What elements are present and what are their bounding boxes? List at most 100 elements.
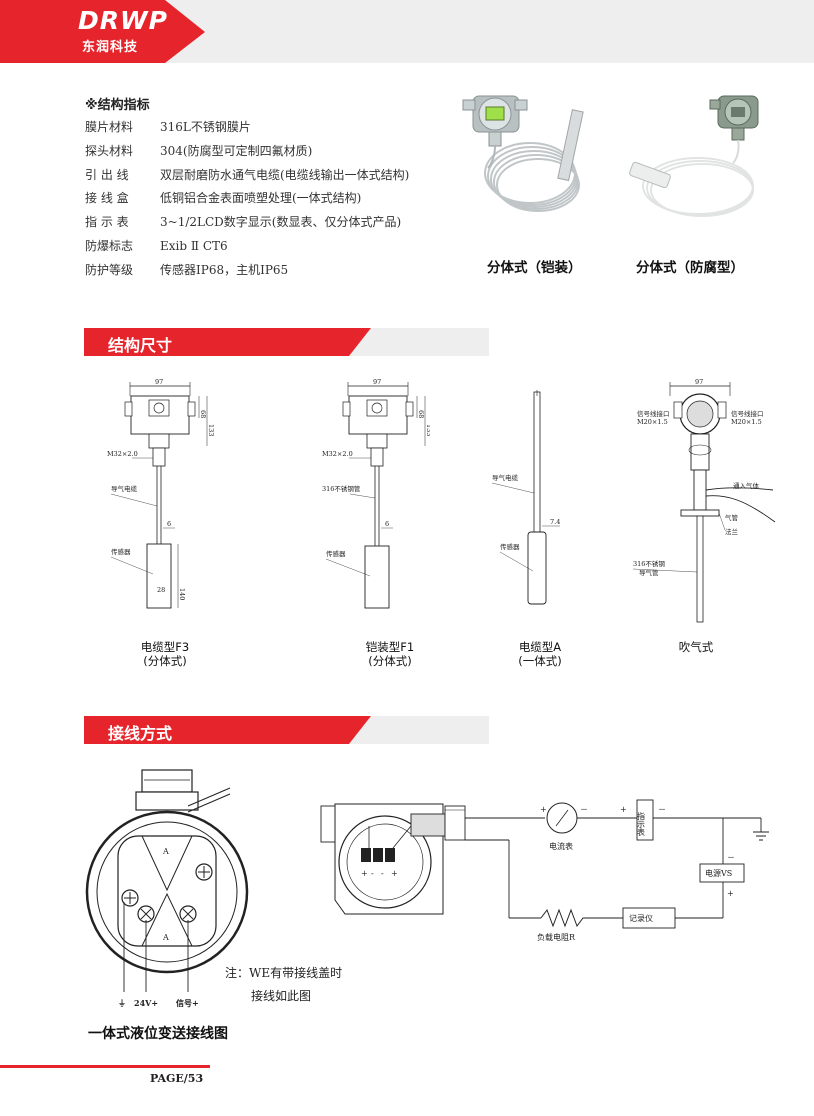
spec-label: 防护等级 [85, 263, 134, 277]
port2-thread: M20×1.5 [731, 418, 762, 426]
spec-row: 接 线 盒 低铜铝合金表面喷塑处理(一体式结构) [85, 189, 361, 206]
dim-width-label: 97 [373, 378, 381, 386]
footer-accent-line [0, 1065, 210, 1068]
spec-row: 防爆标志 Exib Ⅱ CT6 [85, 237, 228, 254]
drawing-caption: 吹气式 [656, 640, 736, 654]
indicator-plus: + [620, 805, 627, 814]
terminal-head-drawing: A A ⏚ 24V+ 信号+ [85, 769, 249, 1008]
load-resistor-label: 负载电阻R [537, 932, 576, 942]
indicator-label: 指示表 [637, 811, 646, 837]
dia-label: 7.4 [550, 518, 560, 526]
dim-h1-label: 68 [417, 410, 425, 418]
spec-title: ※结构指标 [85, 98, 150, 113]
dim-h1-label: 68 [199, 410, 207, 418]
port1-label: 信号线接口 [637, 409, 670, 418]
power-minus: － [727, 853, 735, 862]
section-bar-dimensions [84, 328, 489, 356]
wiring-note-line2: 接线如此图 [251, 989, 312, 1003]
wiring-note-line1: 注：WE有带接线盖时 [225, 966, 343, 980]
pipe-label: 气管 [725, 513, 739, 522]
power-terminal-label: 24V+ [134, 998, 158, 1008]
caption-line2: (分体式) [368, 654, 412, 668]
flange-label: 法兰 [725, 527, 739, 536]
caption-line1: 铠装型F1 [365, 640, 415, 654]
power-supply-label: 电源VS [705, 868, 732, 878]
caption-line1: 电缆型F3 [140, 640, 190, 654]
terminal-sign: - [371, 869, 374, 878]
sensor-label: 传感器 [111, 547, 131, 556]
drawing-cable-f3: 97 68 133 M32×2.0 导气电缆 6 传感器 140 28 [107, 378, 215, 609]
dim-h2-label: 133 [425, 424, 430, 436]
spec-row: 防护等级 传感器IP68，主机IP65 [85, 261, 288, 278]
dia-label: 6 [385, 520, 389, 528]
spec-value: 3~1/2LCD数字显示(数显表、仅分体式产品) [160, 215, 402, 229]
drawing-caption: 电缆型F3(分体式) [125, 640, 205, 668]
product-photo-anticorrosion [629, 95, 759, 217]
caption-line2: (一体式) [518, 654, 562, 668]
spec-label: 接 线 盒 [85, 191, 129, 205]
section-title-dimensions: 结构尺寸 [108, 336, 173, 355]
spec-label: 膜片材料 [85, 120, 134, 134]
indicator-minus: － [658, 805, 666, 814]
spec-row: 指 示 表 3~1/2LCD数字显示(数显表、仅分体式产品) [85, 213, 401, 230]
drawing-cable-a: 导气电缆 7.4 传感器 [491, 390, 560, 605]
drawing-caption: 电缆型A(一体式) [500, 640, 580, 668]
wiring-diagram-caption: 一体式液位变送接线图 [88, 1026, 228, 1042]
drawing-caption: 铠装型F1(分体式) [350, 640, 430, 668]
caption-line1: 电缆型A [518, 640, 562, 654]
spec-value: 低铜铝合金表面喷塑处理(一体式结构) [160, 191, 362, 205]
spec-label: 探头材料 [85, 144, 134, 158]
product-caption-armored: 分体式（铠装） [487, 260, 582, 276]
terminal-label-bottom: A [162, 933, 169, 942]
circuit-diagram: + - - + + － 电流表 指示表 + － 电源VS － + 记录仪 负载电… [320, 799, 769, 942]
signal-terminal-label: 信号+ [176, 998, 199, 1008]
spec-value: 双层耐磨防水通气电缆(电缆线输出一体式结构) [160, 168, 410, 182]
drawing-blow-type: 97 信号线接口 M20×1.5 信号线接口 M20×1.5 通入气体 气管 法… [632, 378, 776, 623]
section-bar-wiring [84, 716, 489, 744]
thread-label: M32×2.0 [107, 450, 138, 458]
recorder-label: 记录仪 [629, 914, 653, 923]
spec-value: Exib Ⅱ CT6 [160, 239, 228, 253]
page-number: PAGE/53 [150, 1072, 204, 1085]
spec-value: 304(防腐型可定制四氟材质) [160, 144, 313, 158]
ammeter-label: 电流表 [549, 841, 573, 851]
ground-symbol-label: ⏚ [118, 998, 126, 1008]
section-title-wiring: 接线方式 [108, 724, 173, 743]
caption-line1: 吹气式 [678, 640, 714, 654]
steel-label: 316不锈钢 [633, 559, 665, 568]
logo-company-name: 东润科技 [82, 40, 139, 55]
sensor-dia-label: 28 [157, 586, 165, 594]
sensor-label: 传感器 [326, 549, 346, 558]
spec-value: 传感器IP68，主机IP65 [160, 263, 289, 277]
port1-thread: M20×1.5 [637, 418, 668, 426]
dim-h2-label: 133 [207, 424, 215, 436]
dim-width-label: 97 [155, 378, 163, 386]
length-label: 140 [178, 588, 186, 600]
dia-label: 6 [167, 520, 171, 528]
caption-line2: (分体式) [143, 654, 187, 668]
cable-label: 导气电缆 [492, 473, 519, 482]
sensor-label: 传感器 [500, 542, 520, 551]
spec-label: 防爆标志 [85, 239, 134, 253]
spec-value: 316L不锈钢膜片 [160, 120, 251, 134]
tube-label: 316不锈钢管 [322, 484, 361, 493]
spec-row: 引 出 线 双层耐磨防水通气电缆(电缆线输出一体式结构) [85, 166, 409, 183]
power-plus: + [727, 889, 734, 898]
ammeter-plus: + [540, 805, 547, 814]
spec-row: 探头材料 304(防腐型可定制四氟材质) [85, 142, 312, 159]
cable-label: 导气电缆 [111, 484, 138, 493]
terminal-sign: - [381, 869, 384, 878]
drawing-armored-f1: 97 68 133 M32×2.0 316不锈钢管 6 传感器 [322, 378, 430, 609]
terminal-label-top: A [162, 847, 169, 856]
terminal-sign: + [391, 869, 398, 878]
spec-label: 引 出 线 [85, 168, 129, 182]
ammeter-minus: － [580, 805, 588, 814]
terminal-sign: + [361, 869, 368, 878]
logo-text: DRWP [78, 6, 168, 35]
logo-banner [0, 0, 205, 63]
spec-label: 指 示 表 [85, 215, 129, 229]
product-caption-anticorrosion: 分体式（防腐型） [636, 260, 744, 276]
dim-width-label: 97 [695, 378, 703, 386]
product-photo-armored [462, 95, 584, 212]
spec-row: 膜片材料 316L不锈钢膜片 [85, 118, 251, 135]
